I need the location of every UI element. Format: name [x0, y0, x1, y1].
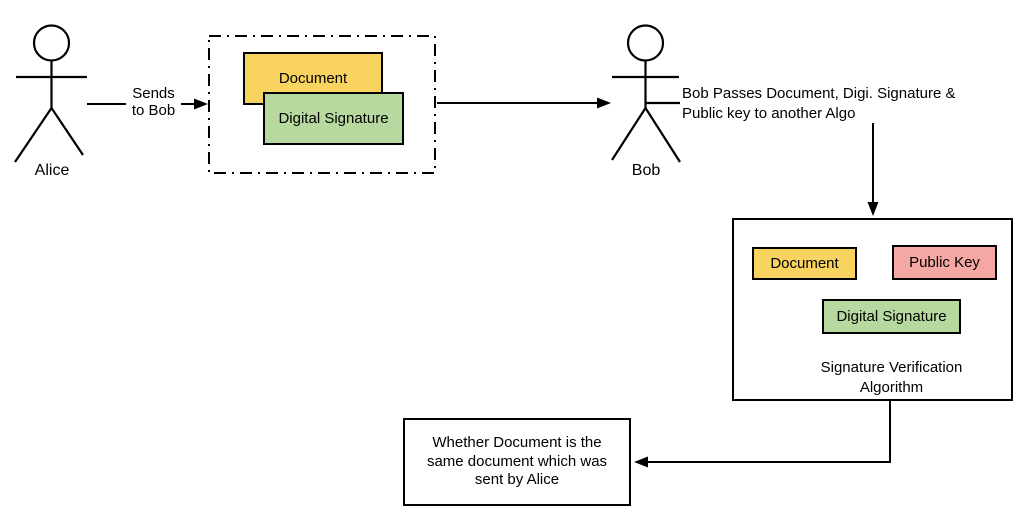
bob-head [626, 24, 665, 62]
to-verification-arrowhead [867, 202, 879, 216]
to-verification-arrow [867, 123, 879, 216]
alice-head [32, 24, 71, 62]
alice-left-leg [14, 107, 53, 163]
to-result-arrowhead [634, 456, 648, 468]
verification-document-box: Document [752, 247, 857, 280]
bob-label: Bob [631, 162, 661, 179]
bob-right-leg [644, 107, 681, 163]
sends-arrow-label: Sends to Bob [126, 84, 181, 120]
sends-arrowhead [194, 98, 208, 110]
result-box-text: Whether Document is the same document wh… [426, 434, 608, 489]
package-boundary-box [208, 35, 436, 174]
alice-label: Alice [34, 162, 70, 179]
result-box: Whether Document is the same document wh… [403, 418, 631, 506]
bob-passes-note: Bob Passes Document, Digi. Signature & P… [682, 85, 956, 122]
bob-figure [611, 24, 681, 163]
verification-signature-label: Digital Signature [836, 308, 947, 325]
bob-left-leg [611, 107, 647, 161]
alice-right-leg [50, 107, 84, 156]
package-signature-box: Digital Signature [263, 92, 404, 145]
verification-public-key-label: Public Key [909, 254, 980, 271]
verification-box-title: Signature Verification Algorithm [820, 359, 963, 396]
alice-figure [14, 24, 87, 163]
package-document-label: Document [278, 70, 348, 87]
verification-algorithm-box: Document Public Key Digital Signature Si… [732, 218, 1013, 401]
package-to-bob-arrowhead [597, 97, 611, 109]
verification-public-key-box: Public Key [892, 245, 997, 280]
verification-document-label: Document [770, 255, 839, 272]
verification-signature-box: Digital Signature [822, 299, 961, 334]
package-to-bob-arrow [437, 97, 611, 109]
package-signature-label: Digital Signature [278, 110, 389, 127]
to-result-arrow [634, 400, 891, 468]
